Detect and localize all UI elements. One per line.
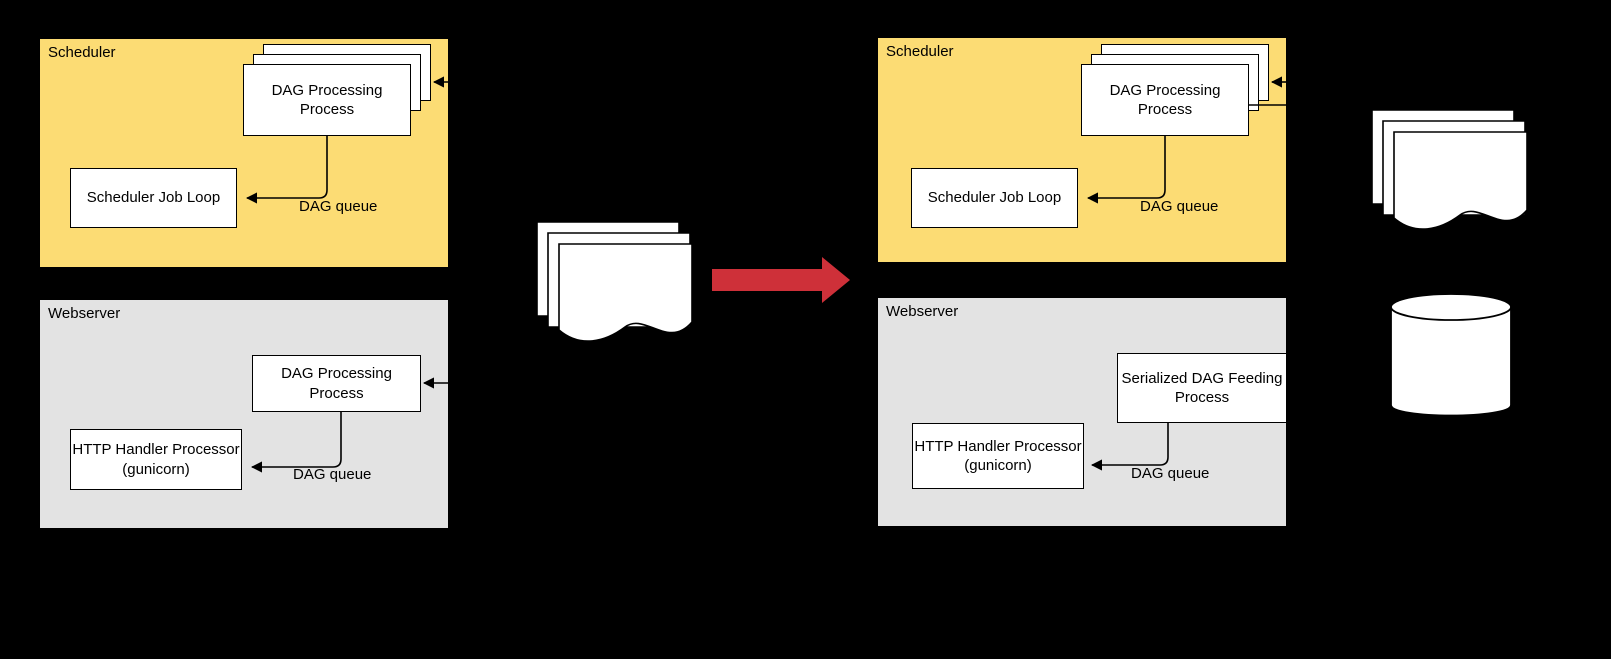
left-scheduler-dag-process-label: DAG Processing Process xyxy=(271,81,383,118)
right-scheduler-queue-label: DAG queue xyxy=(1140,198,1219,215)
left-webserver-http-handler-node[interactable]: HTTP Handler Processor (gunicorn) xyxy=(70,429,242,490)
center-dag-files-sheet-front xyxy=(558,243,693,342)
right-webserver-queue-label: DAG queue xyxy=(1131,465,1210,482)
right-scheduler-dag-process-label: DAG Processing Process xyxy=(1109,81,1221,118)
left-scheduler-queue-label: DAG queue xyxy=(299,198,378,215)
left-webserver-dag-process-node[interactable]: DAG Processing Process xyxy=(252,355,421,412)
left-scheduler-job-loop-label: Scheduler Job Loop xyxy=(86,189,221,207)
left-scheduler-dag-process-node[interactable]: DAG Processing Process xyxy=(243,64,411,136)
left-webserver-panel: Webserver xyxy=(40,300,448,528)
left-webserver-http-handler-label: HTTP Handler Processor (gunicorn) xyxy=(72,441,240,478)
right-webserver-http-handler-node[interactable]: HTTP Handler Processor (gunicorn) xyxy=(912,423,1084,489)
right-dag-files-sheet-front xyxy=(1393,131,1528,230)
right-webserver-panel-label: Webserver xyxy=(886,303,959,320)
left-scheduler-job-loop-node[interactable]: Scheduler Job Loop xyxy=(70,168,237,228)
right-dag-files-label: DAG Files xyxy=(1413,154,1482,171)
right-scheduler-job-loop-node[interactable]: Scheduler Job Loop xyxy=(911,168,1078,228)
right-scheduler-panel-label: Scheduler xyxy=(886,43,954,60)
center-dag-files-label: DAG Files xyxy=(577,265,646,282)
left-webserver-dag-process-label: DAG Processing Process xyxy=(281,365,392,402)
left-webserver-panel-label: Webserver xyxy=(48,305,121,322)
left-scheduler-panel-label: Scheduler xyxy=(48,44,116,61)
right-webserver-http-handler-label: HTTP Handler Processor (gunicorn) xyxy=(914,437,1082,474)
metadata-database-cylinder-top xyxy=(1390,293,1512,321)
right-scheduler-dag-process-node[interactable]: DAG Processing Process xyxy=(1081,64,1249,136)
right-scheduler-job-loop-label: Scheduler Job Loop xyxy=(927,189,1062,207)
left-webserver-queue-label: DAG queue xyxy=(293,466,372,483)
transition-red-arrow xyxy=(712,257,850,303)
right-webserver-serialized-feeder-label: Serialized DAG Feeding Process xyxy=(1121,369,1283,406)
right-webserver-serialized-feeder-node[interactable]: Serialized DAG Feeding Process xyxy=(1117,353,1287,423)
